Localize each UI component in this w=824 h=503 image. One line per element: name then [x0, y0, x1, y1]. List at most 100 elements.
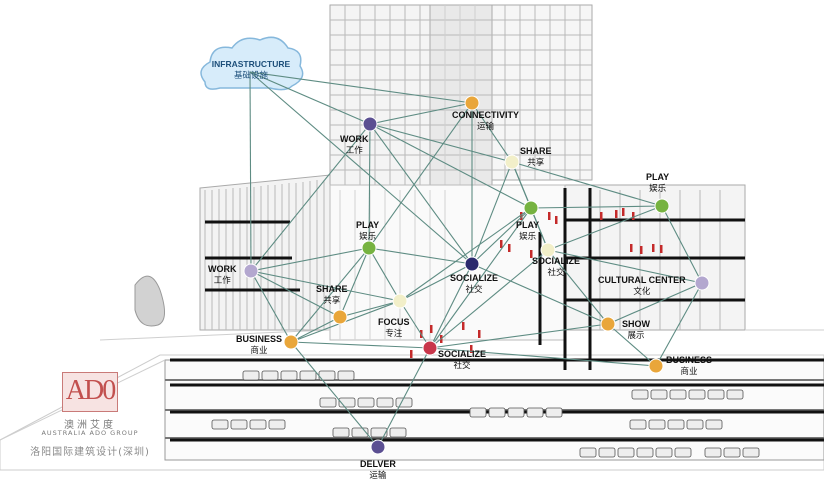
edge-play-left-work-left: [250, 247, 370, 272]
edge-connectivity-play-left: [368, 102, 473, 249]
person-figure: [600, 212, 603, 220]
parked-car: [650, 389, 668, 400]
parked-car: [211, 419, 229, 430]
parked-car: [242, 370, 260, 381]
edge-play-right-play-center: [530, 205, 663, 209]
person-figure: [478, 330, 481, 338]
edge-work-left-focus: [250, 270, 401, 302]
infrastructure-cloud: [200, 36, 304, 91]
person-figure: [652, 244, 655, 252]
edge-cloud-connectivity: [249, 71, 473, 104]
parked-car: [337, 370, 355, 381]
parked-car: [280, 370, 298, 381]
person-figure: [520, 212, 523, 220]
parked-car: [376, 397, 394, 408]
node-business-left: [283, 334, 299, 350]
brand-cn-name: 澳洲艾度: [64, 420, 116, 431]
node-socialize-mid: [540, 242, 556, 258]
parked-car: [704, 447, 722, 458]
parked-car: [526, 407, 544, 418]
person-figure: [462, 322, 465, 330]
node-play-right: [654, 198, 670, 214]
parked-car: [667, 419, 685, 430]
parked-car: [707, 389, 725, 400]
edge-socialize-mid-socialize-low: [429, 249, 549, 349]
parked-car: [655, 447, 673, 458]
person-figure: [660, 245, 663, 253]
person-figure: [430, 325, 433, 333]
person-figure: [508, 244, 511, 252]
cloud-label-en: INFRASTRUCTURE: [211, 59, 291, 69]
parked-car: [688, 389, 706, 400]
node-work-left: [243, 263, 259, 279]
person-figure: [555, 216, 558, 224]
edge-share-top-socialize-center: [471, 161, 513, 265]
edge-socialize-center-focus: [399, 263, 473, 302]
node-play-center: [523, 200, 539, 216]
parked-car: [299, 370, 317, 381]
parked-car: [579, 447, 597, 458]
edge-play-center-focus: [399, 207, 532, 302]
edge-work-left-share-left: [250, 270, 341, 318]
node-connectivity: [464, 95, 480, 111]
person-figure: [615, 210, 618, 218]
parked-car: [617, 447, 635, 458]
parked-car: [488, 407, 506, 418]
edge-share-top-play-right: [511, 161, 663, 207]
parked-car: [389, 427, 407, 438]
person-figure: [500, 240, 503, 248]
person-figure: [410, 350, 413, 358]
parked-car: [469, 407, 487, 418]
edge-play-left-business-left: [290, 247, 370, 343]
parked-car: [332, 427, 350, 438]
edge-play-right-cultural-center: [661, 205, 703, 284]
parked-car: [723, 447, 741, 458]
node-share-left: [332, 309, 348, 325]
parked-car: [268, 419, 286, 430]
person-figure: [630, 244, 633, 252]
edge-work-top-play-center: [369, 123, 532, 209]
parked-car: [705, 419, 723, 430]
edge-play-left-socialize-center: [368, 247, 473, 265]
person-figure: [632, 212, 635, 220]
edge-play-center-socialize-mid: [530, 207, 549, 251]
node-socialize-low: [422, 340, 438, 356]
edge-cultural-center-show: [607, 282, 703, 325]
edge-share-left-business-left: [290, 316, 341, 343]
parked-car: [598, 447, 616, 458]
parked-car: [629, 419, 647, 430]
person-figure: [530, 250, 533, 258]
node-business-right: [648, 358, 664, 374]
edge-socialize-mid-cultural-center: [547, 249, 703, 284]
company-logo: AD0: [62, 372, 118, 412]
parked-car: [319, 397, 337, 408]
edge-play-left-focus: [368, 247, 401, 302]
cloud-label-zh: 基础设施: [233, 70, 268, 80]
person-figure: [470, 345, 473, 353]
edge-work-left-business-left: [250, 270, 292, 343]
node-delver: [370, 439, 386, 455]
edge-work-top-socialize-center: [369, 123, 473, 265]
edge-cloud-work-top: [249, 71, 371, 125]
edge-socialize-low-delver: [377, 347, 431, 448]
edge-work-top-share-top: [369, 123, 513, 163]
parked-car: [249, 419, 267, 430]
brand-en-name: AUSTRALIA ADO GROUP: [41, 429, 139, 437]
parked-car: [631, 389, 649, 400]
node-socialize-center: [464, 256, 480, 272]
node-cultural-center: [694, 275, 710, 291]
